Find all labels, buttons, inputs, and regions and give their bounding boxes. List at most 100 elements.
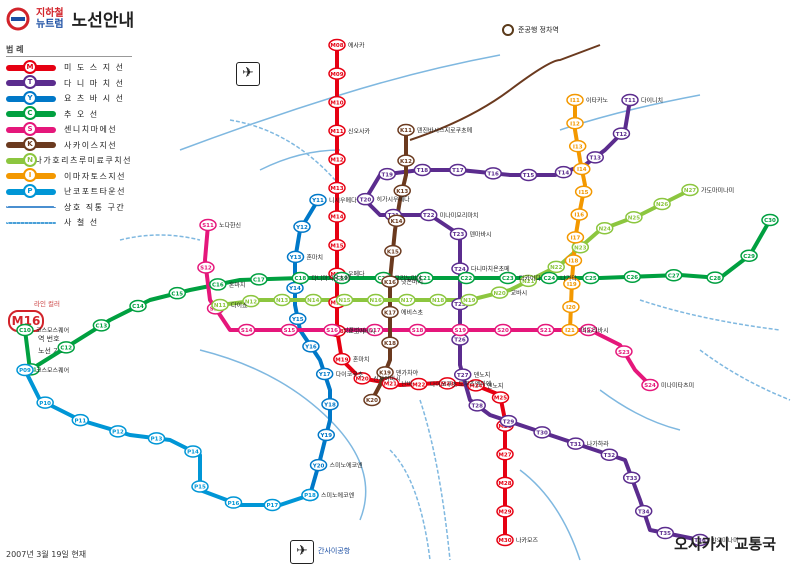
station-m22[interactable]: M22 — [410, 377, 428, 391]
station-c15[interactable]: C15 — [168, 286, 187, 300]
station-s21[interactable]: S21 — [536, 323, 555, 337]
station-s24[interactable]: S24 — [641, 378, 659, 392]
station-m27[interactable]: M27 — [496, 447, 514, 461]
station-i21[interactable]: I21 — [561, 323, 579, 337]
station-t31[interactable]: T31 — [566, 437, 585, 450]
station-m13[interactable]: M13 — [328, 181, 346, 195]
station-c24[interactable]: C24 — [540, 271, 559, 285]
station-c13[interactable]: C13 — [92, 319, 111, 332]
station-n18[interactable]: N18 — [429, 293, 447, 307]
station-k15[interactable]: K15 — [384, 244, 402, 258]
station-s20[interactable]: S20 — [494, 323, 512, 337]
station-y12[interactable]: Y12 — [293, 220, 311, 233]
station-y20[interactable]: Y20 — [309, 458, 328, 472]
station-y17[interactable]: Y17 — [315, 367, 334, 381]
station-k14[interactable]: K14 — [387, 214, 406, 228]
station-n22[interactable]: N22 — [547, 260, 565, 274]
station-k18[interactable]: K18 — [381, 336, 399, 349]
station-m28[interactable]: M28 — [496, 476, 514, 490]
station-t12[interactable]: T12 — [612, 127, 631, 140]
station-s17[interactable]: S17 — [366, 323, 384, 337]
station-m21[interactable]: M21 — [381, 377, 400, 390]
station-n20[interactable]: N20 — [490, 286, 509, 299]
station-m19[interactable]: M19 — [333, 352, 351, 366]
station-t17[interactable]: T17 — [449, 163, 467, 177]
station-n27[interactable]: N27 — [681, 183, 699, 197]
station-s15[interactable]: S15 — [280, 323, 299, 337]
station-t30[interactable]: T30 — [533, 426, 551, 439]
station-t26[interactable]: T26 — [451, 333, 469, 346]
station-i15[interactable]: I15 — [574, 185, 593, 198]
station-t22[interactable]: T22 — [419, 208, 438, 222]
station-s12[interactable]: S12 — [197, 261, 215, 274]
station-i16[interactable]: I16 — [570, 208, 588, 221]
station-c17[interactable]: C17 — [250, 273, 268, 286]
station-y11[interactable]: Y11 — [309, 193, 327, 207]
station-i17[interactable]: I17 — [566, 231, 585, 244]
station-m23[interactable]: M23 — [438, 377, 457, 390]
station-t33[interactable]: T33 — [622, 471, 641, 485]
station-t16[interactable]: T16 — [484, 167, 502, 180]
station-k20[interactable]: K20 — [363, 393, 381, 407]
station-p09[interactable]: P09 — [16, 363, 34, 377]
station-m10[interactable]: M10 — [328, 95, 346, 109]
station-p11[interactable]: P11 — [71, 413, 90, 427]
station-c14[interactable]: C14 — [129, 299, 147, 313]
station-m15[interactable]: M15 — [328, 238, 346, 252]
station-m12[interactable]: M12 — [328, 153, 346, 166]
station-y13[interactable]: Y13 — [286, 250, 305, 264]
station-t15[interactable]: T15 — [519, 168, 538, 182]
station-t35[interactable]: T35 — [656, 526, 674, 540]
station-p13[interactable]: P13 — [147, 432, 166, 445]
station-i12[interactable]: I12 — [566, 116, 584, 130]
station-y18[interactable]: Y18 — [321, 398, 339, 411]
station-c25[interactable]: C25 — [582, 271, 600, 285]
station-c10[interactable]: C10 — [16, 323, 34, 337]
station-k19[interactable]: K19 — [376, 366, 394, 379]
station-p18[interactable]: P18 — [301, 488, 319, 502]
station-y16[interactable]: Y16 — [302, 340, 320, 353]
station-m20[interactable]: M20 — [353, 372, 371, 385]
station-t18[interactable]: T18 — [413, 163, 432, 177]
station-n12[interactable]: N12 — [242, 294, 260, 308]
station-m08[interactable]: M08 — [328, 38, 346, 52]
station-n13[interactable]: N13 — [273, 293, 291, 307]
station-n26[interactable]: N26 — [653, 197, 671, 211]
station-t20[interactable]: T20 — [356, 192, 375, 206]
station-c18[interactable]: C18 — [291, 271, 310, 285]
station-c23[interactable]: C23 — [499, 271, 517, 285]
station-c28[interactable]: C28 — [706, 271, 724, 284]
station-p12[interactable]: P12 — [109, 425, 127, 438]
station-k12[interactable]: K12 — [397, 154, 415, 167]
station-c26[interactable]: C26 — [623, 270, 642, 284]
station-s19[interactable]: S19 — [451, 323, 470, 337]
station-m11[interactable]: M11 — [328, 124, 346, 138]
station-t11[interactable]: T11 — [621, 93, 639, 107]
station-s16[interactable]: S16 — [323, 323, 341, 337]
station-k16[interactable]: K16 — [381, 275, 399, 288]
station-y14[interactable]: Y14 — [286, 281, 304, 295]
station-n11[interactable]: N11 — [211, 298, 229, 312]
station-i13[interactable]: I13 — [568, 139, 587, 153]
station-i20[interactable]: I20 — [562, 300, 580, 314]
station-m30[interactable]: M30 — [496, 533, 514, 547]
station-t19[interactable]: T19 — [378, 167, 396, 181]
station-c19[interactable]: C19 — [333, 271, 351, 285]
station-t13[interactable]: T13 — [586, 151, 604, 164]
station-c12[interactable]: C12 — [57, 341, 75, 354]
station-y19[interactable]: Y19 — [317, 428, 336, 442]
station-p16[interactable]: P16 — [224, 496, 243, 509]
station-k11[interactable]: K11 — [397, 123, 415, 137]
station-c16[interactable]: C16 — [209, 278, 227, 291]
station-m09[interactable]: M09 — [328, 67, 346, 80]
station-s23[interactable]: S23 — [615, 345, 633, 358]
station-s11[interactable]: S11 — [199, 218, 217, 232]
station-k17[interactable]: K17 — [381, 305, 399, 319]
station-c29[interactable]: C29 — [740, 249, 758, 262]
station-p15[interactable]: P15 — [191, 480, 209, 493]
station-p10[interactable]: P10 — [36, 396, 54, 409]
station-m14[interactable]: M14 — [328, 210, 346, 223]
station-t14[interactable]: T14 — [554, 165, 573, 179]
station-c30[interactable]: C30 — [761, 213, 779, 227]
station-t23[interactable]: T23 — [449, 227, 468, 241]
